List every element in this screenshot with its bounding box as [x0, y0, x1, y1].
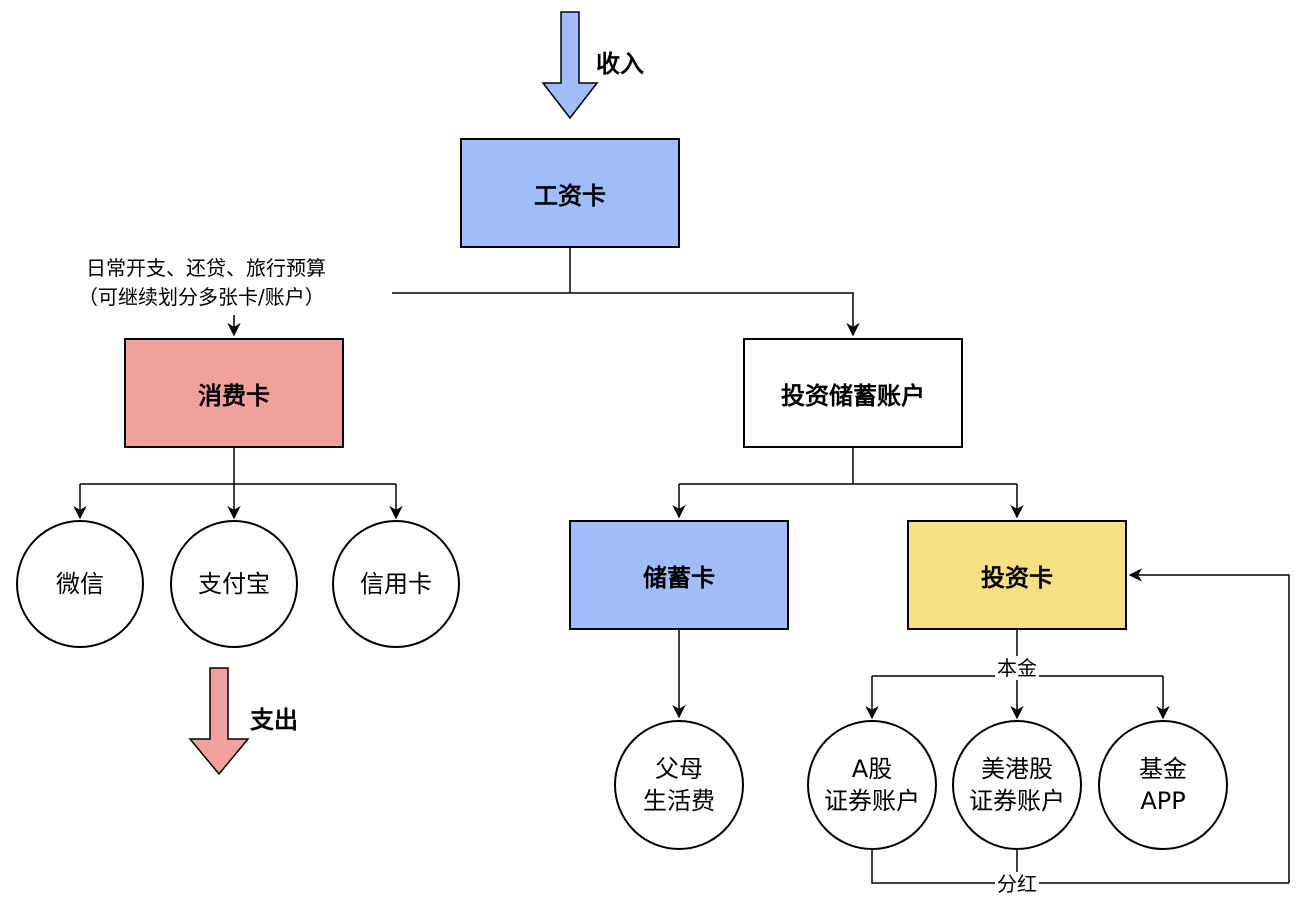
parents-living-expense-node: 父母 生活费	[614, 720, 744, 850]
wechat-label: 微信	[56, 570, 104, 598]
consumption-note-line2: （可继续划分多张卡/账户）	[78, 283, 325, 311]
expense-label: 支出	[250, 706, 298, 734]
us-hk-label-line2: 证券账户	[969, 787, 1065, 815]
a-share-label-line2: 证券账户	[824, 787, 920, 815]
dividend-label: 分红	[995, 872, 1039, 896]
consumption-card-node: 消费卡	[124, 338, 344, 448]
investment-card-node: 投资卡	[907, 520, 1127, 630]
alipay-node: 支付宝	[170, 520, 298, 648]
edge-dividend-from-a-share	[871, 848, 1289, 884]
salary-card-node: 工资卡	[460, 138, 680, 248]
a-share-account-node: A股 证券账户	[807, 720, 937, 850]
parents-label-line2: 生活费	[643, 787, 715, 815]
fund-label-line2: APP	[1140, 787, 1186, 815]
us-hk-account-node: 美港股 证券账户	[952, 720, 1082, 850]
alipay-label: 支付宝	[198, 570, 270, 598]
wechat-node: 微信	[16, 520, 144, 648]
credit-card-label: 信用卡	[360, 570, 432, 598]
income-arrow	[541, 11, 599, 120]
savings-card-node: 储蓄卡	[569, 520, 789, 630]
fund-app-node: 基金 APP	[1098, 720, 1228, 850]
parents-label-line1: 父母	[655, 755, 703, 783]
a-share-label-line1: A股	[851, 755, 893, 783]
fund-label-line1: 基金	[1139, 755, 1187, 783]
investment-savings-account-node: 投资储蓄账户	[743, 338, 963, 448]
income-label: 收入	[596, 50, 644, 78]
us-hk-label-line1: 美港股	[981, 755, 1053, 783]
edge-salary-to-investment-savings	[570, 292, 860, 337]
consumption-note-line1: 日常开支、还贷、旅行预算	[86, 254, 326, 282]
edge-dividend-return	[1128, 568, 1290, 883]
credit-card-node: 信用卡	[332, 520, 460, 648]
expense-arrow	[188, 667, 250, 776]
principal-label: 本金	[995, 656, 1039, 680]
